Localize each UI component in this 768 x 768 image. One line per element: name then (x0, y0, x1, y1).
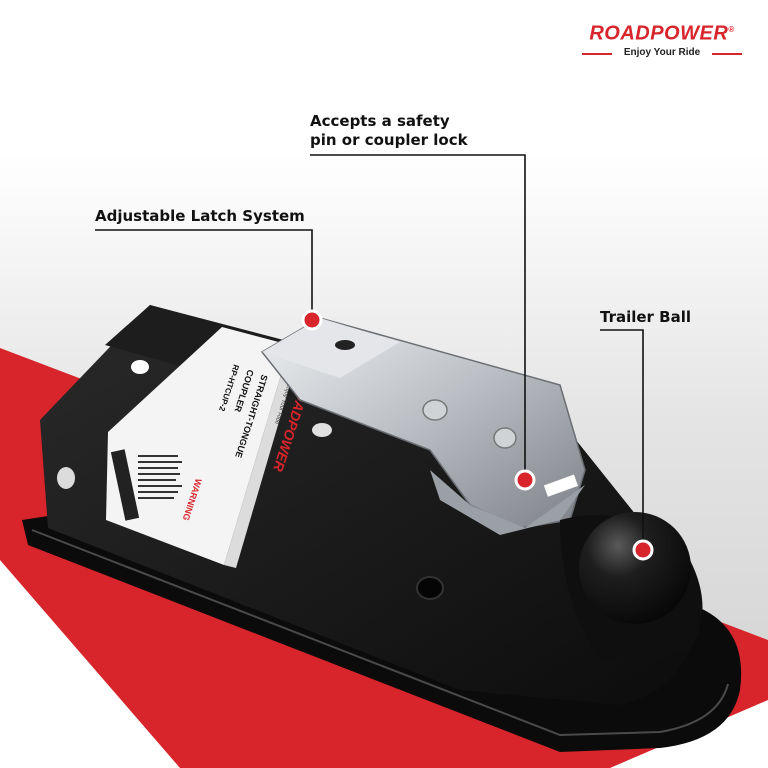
callout-safety-pin-line1: Accepts a safety (310, 112, 450, 130)
callout-lines (95, 154, 644, 548)
mounting-hole (57, 467, 75, 489)
trailer-ball (579, 512, 691, 624)
lever-rivet (422, 399, 448, 421)
callout-line-latch (95, 229, 313, 318)
brand-registered-mark: ® (728, 25, 735, 34)
callout-safety-pin-line2: pin or coupler lock (310, 131, 468, 149)
callout-markers (301, 309, 654, 561)
mounting-hole (312, 423, 332, 437)
callout-line-ball (600, 329, 644, 548)
latch-lever (260, 317, 586, 535)
marker-latch (301, 309, 323, 331)
callout-latch: Adjustable Latch System (95, 207, 305, 225)
marker-ball (632, 539, 654, 561)
callout-ball: Trailer Ball (600, 308, 692, 326)
mounting-hole (131, 360, 149, 374)
white-floor (0, 560, 768, 768)
mounting-hole (416, 576, 444, 600)
brand-name: ROADPOWER (589, 22, 729, 45)
brand-tagline: Enjoy Your Ride (582, 47, 742, 58)
lever-slot (335, 340, 355, 350)
callout-safety-pin: Accepts a safety pin or coupler lock (310, 112, 468, 150)
flange-highlight (31, 529, 729, 737)
lever-rivet (493, 427, 517, 449)
coupler: ROADPOWER Enjoy Your Ride STRAIGHT-TONGU… (22, 305, 742, 752)
marker-safety-pin (514, 469, 536, 491)
callout-line-safety-pin (310, 154, 526, 478)
brand-logo: ROADPOWER® Enjoy Your Ride (582, 18, 742, 58)
